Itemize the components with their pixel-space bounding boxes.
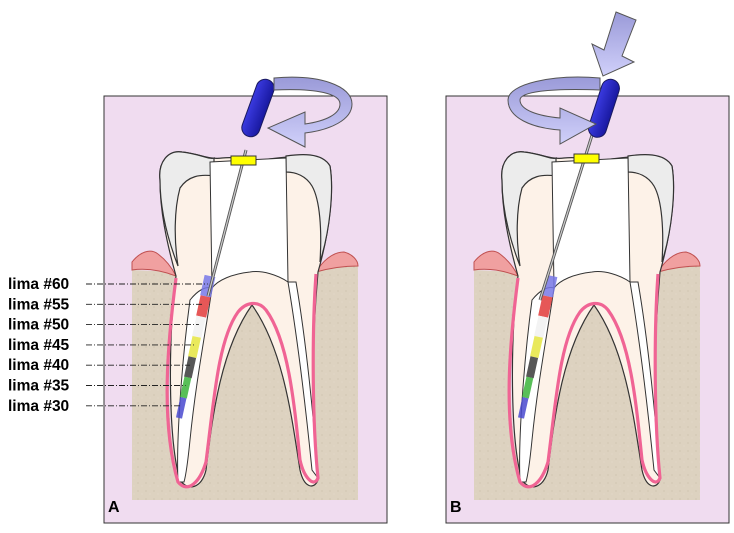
file-size-label: lima #40: [8, 357, 69, 374]
rubber-stopper-a: [230, 155, 257, 166]
file-sizes-b: [517, 274, 558, 419]
file-segment: [184, 356, 197, 379]
file-segment: [192, 315, 206, 338]
file-segment: [180, 376, 192, 399]
panel-a: lima #60 lima #55 lima #50 lima #45 lima #40…: [8, 76, 388, 524]
file-size-label: lima #50: [8, 317, 69, 334]
downward-pressure-arrow-icon: [591, 11, 637, 77]
file-segment: [196, 295, 211, 318]
file-size-label: lima #45: [8, 337, 70, 354]
file-size-label: lima #55: [8, 296, 70, 313]
file-segment: [530, 335, 543, 359]
file-size-label: lima #35: [8, 378, 70, 395]
panel-b-label: B: [450, 499, 462, 516]
file-sizes-a: [175, 274, 216, 419]
file-segment: [534, 315, 548, 338]
file-size-label: lima #60: [8, 276, 69, 293]
file-size-label: lima #30: [8, 398, 69, 415]
endodontic-file-icon: [587, 78, 620, 138]
file-segment: [188, 335, 201, 359]
endodontic-file-icon: [241, 78, 275, 138]
file-segment: [522, 376, 534, 399]
rotation-arrow-icon: [266, 76, 353, 148]
panel-b: B: [445, 11, 730, 524]
file-segment: [200, 274, 216, 298]
file-segment: [538, 295, 553, 318]
rotation-arrow-icon: [507, 76, 601, 145]
panel-a-label: A: [108, 499, 120, 516]
file-segment: [542, 274, 558, 298]
file-segment: [526, 356, 539, 379]
file-segment: [517, 397, 529, 419]
rubber-stopper-b: [573, 153, 600, 164]
file-segment: [175, 397, 187, 419]
